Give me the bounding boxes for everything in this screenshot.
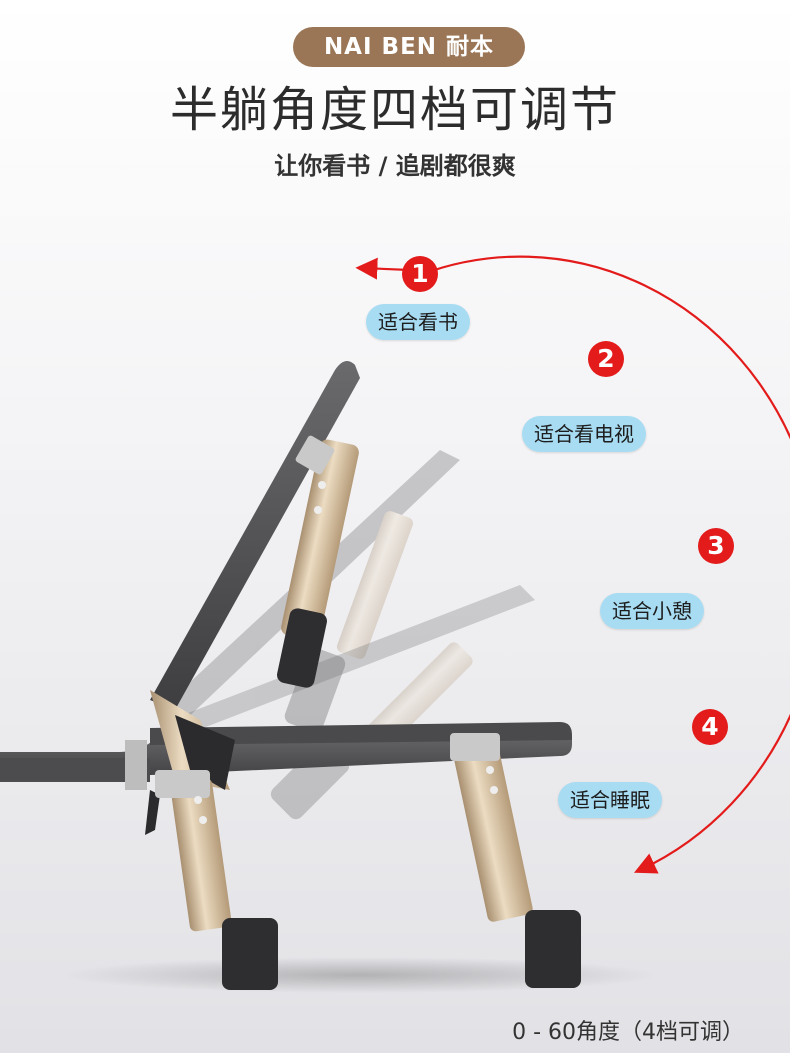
level-1-marker: 1 <box>402 256 438 292</box>
page-headline: 半躺角度四档可调节 <box>169 82 620 138</box>
floor-shadow <box>60 957 660 993</box>
page-subheadline: 让你看书 / 追剧都很爽 <box>274 152 516 180</box>
level-2-label: 适合看电视 <box>522 416 646 452</box>
level-3-label: 适合小憩 <box>600 593 704 629</box>
angle-range-caption: 0 - 60角度（4档可调） <box>512 1020 744 1045</box>
hinge-bracket <box>125 690 235 835</box>
backrest-upright <box>150 361 360 710</box>
level-4-label: 适合睡眠 <box>558 782 662 818</box>
front-leg <box>450 733 581 988</box>
angle-adjustment-arc <box>419 255 790 874</box>
level-4-marker: 4 <box>692 709 728 745</box>
rear-leg <box>155 770 278 990</box>
level-2-marker: 2 <box>588 341 624 377</box>
level-1-label: 适合看书 <box>366 304 470 340</box>
brand-badge: NAI BEN 耐本 <box>293 27 525 67</box>
level-3-marker: 3 <box>698 528 734 564</box>
